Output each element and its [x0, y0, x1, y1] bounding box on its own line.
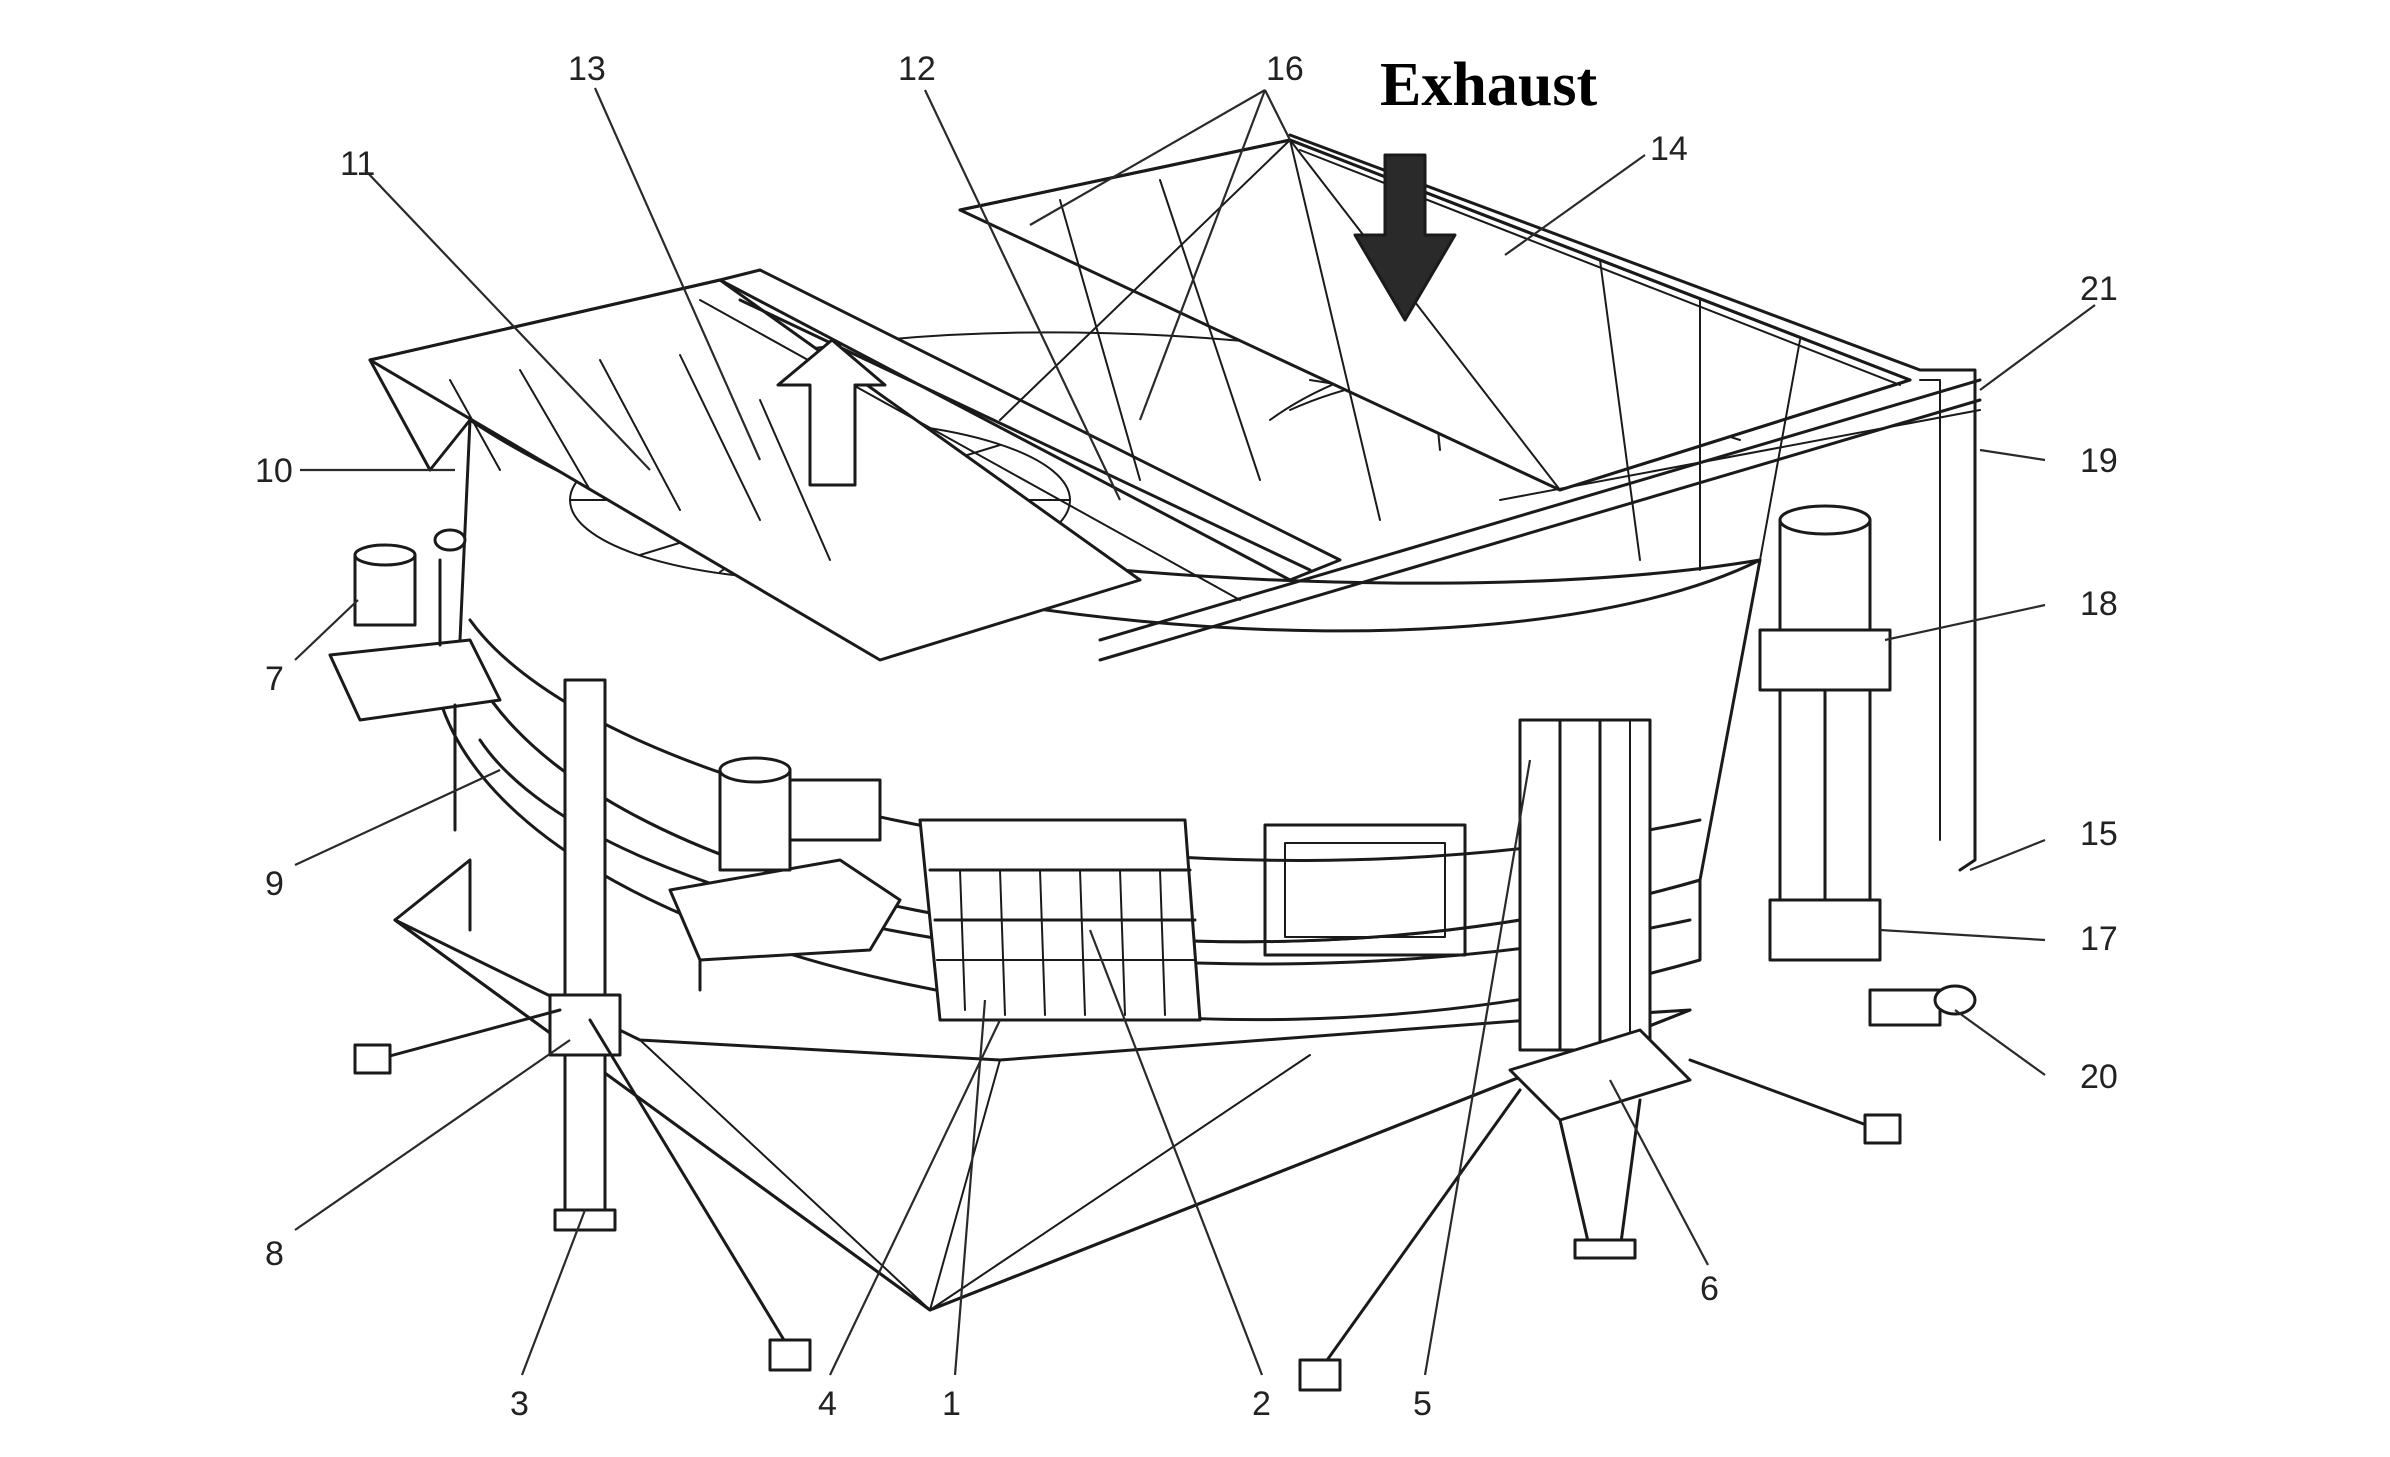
cross-bar: [1098, 378, 1982, 642]
right-hood-rib: [1599, 259, 1641, 561]
cross-bar: [1098, 398, 1982, 662]
left-hood-rib: [449, 379, 501, 471]
callout-12: 12: [898, 50, 936, 88]
callout-15: 15: [2080, 815, 2118, 853]
left-hood-rib: [679, 354, 761, 521]
support-frame-leg: [1558, 1118, 1622, 1252]
anchor: [768, 1338, 812, 1372]
left-hood-rib: [759, 399, 831, 561]
cross-bar: [1499, 409, 1981, 501]
side-post-base: [1768, 898, 1882, 962]
cutaway-slat: [1039, 869, 1046, 1016]
callout-18: 18: [2080, 585, 2118, 623]
right-hood: [958, 138, 1912, 492]
right-hood-rib: [1289, 139, 1381, 521]
anchor: [1863, 1113, 1902, 1145]
hopper-skirt: [393, 858, 472, 932]
guy-cable: [588, 1018, 792, 1352]
callout-4: 4: [818, 1385, 837, 1423]
left-hood-rib: [519, 369, 591, 491]
right-hood-rib: [1059, 199, 1141, 481]
cutaway-slat: [999, 869, 1006, 1016]
guy-cable: [1688, 1058, 1882, 1132]
anchor: [1298, 1358, 1342, 1392]
callout-19: 19: [2080, 442, 2118, 480]
cutaway-slat: [1079, 869, 1086, 1016]
front-motor: [668, 756, 902, 992]
callout-8: 8: [265, 1235, 284, 1273]
callout-3: 3: [510, 1385, 529, 1423]
callout-14: 14: [1650, 130, 1688, 168]
hopper-edge: [929, 1059, 1001, 1311]
callout-1: 1: [942, 1385, 961, 1423]
hopper-edge: [393, 918, 932, 1312]
callout-20: 20: [2080, 1058, 2118, 1096]
hanging-rod: [1919, 379, 1941, 841]
support-frame: [1508, 1028, 1692, 1122]
callout-5: 5: [1413, 1385, 1432, 1423]
drive-housing: [1518, 718, 1652, 1052]
support-leg: [563, 678, 607, 1222]
callout-11: 11: [340, 145, 375, 183]
guy-cable: [373, 1008, 562, 1062]
right-hood-rib: [1759, 339, 1801, 561]
left-motor: [328, 528, 502, 722]
anchor: [353, 1043, 392, 1075]
cutaway-slat: [959, 869, 966, 1011]
callout-leaders: [294, 87, 2096, 1376]
rotary-unit-illustration: [328, 133, 1982, 1392]
upflow-arrow: [776, 338, 887, 487]
pipe-fitting: [1868, 984, 1977, 1027]
right-hood-front: [1558, 378, 1912, 492]
cutaway-slat: [1119, 869, 1126, 1016]
right-hood-diag: [999, 139, 1291, 421]
side-post-top: [1778, 504, 1872, 536]
hanging-rod: [1958, 368, 1977, 872]
callout-2: 2: [1252, 1385, 1271, 1423]
top-rail: [1288, 133, 1962, 372]
right-hood-diag: [1289, 139, 1561, 491]
hopper-edge: [929, 1054, 1311, 1311]
right-hood-top: [958, 138, 1292, 212]
callout-13: 13: [568, 50, 606, 88]
right-hood-rib: [1159, 179, 1261, 481]
callout-numbers: 1 2 3 4 5 6 7 8 9 10 11 12 13 14 15 16 1…: [255, 50, 2118, 1423]
cutaway-slat: [1159, 869, 1166, 1016]
callout-16: 16: [1266, 50, 1304, 88]
support-frame-leg: [1618, 1098, 1642, 1252]
inspection-door: [1263, 823, 1467, 957]
exhaust-arrow: [1353, 153, 1457, 322]
callout-9: 9: [265, 865, 284, 903]
support-frame-foot: [1573, 1238, 1637, 1260]
inspection-door-inner: [1284, 842, 1446, 938]
callout-17: 17: [2080, 920, 2118, 958]
side-post-clamp: [1758, 628, 1892, 692]
guy-cable: [1318, 1088, 1522, 1372]
callout-6: 6: [1700, 1270, 1719, 1308]
callout-7: 7: [265, 660, 284, 698]
callout-10: 10: [255, 452, 293, 490]
central-beam: [718, 268, 1342, 582]
callout-21: 21: [2080, 270, 2118, 308]
left-hood-top: [368, 278, 722, 362]
exhaust-label: Exhaust: [1380, 51, 1597, 119]
left-hood-rib: [599, 359, 681, 511]
beam-rail: [699, 299, 1241, 601]
